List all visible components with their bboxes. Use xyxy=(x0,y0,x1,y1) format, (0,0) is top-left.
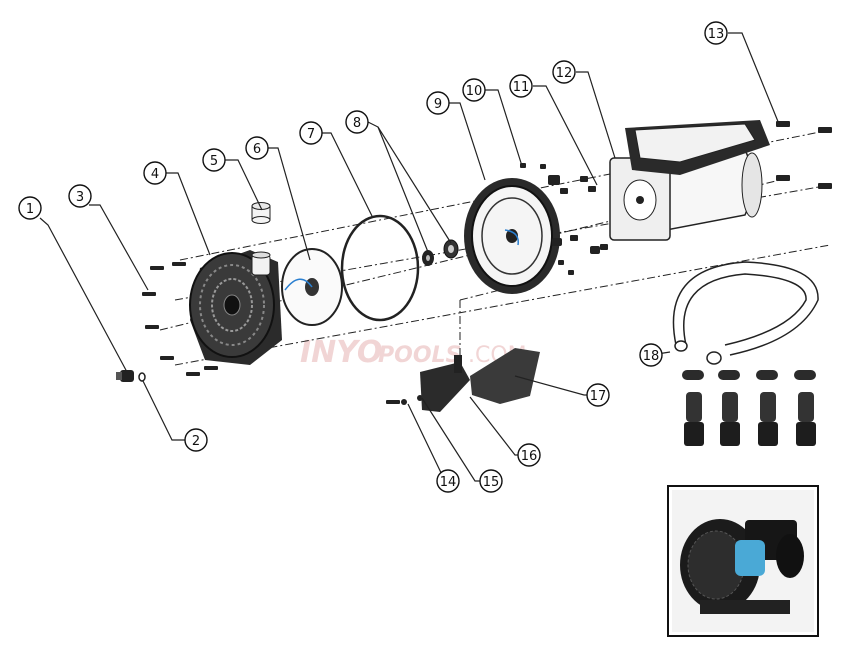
part-base xyxy=(386,348,540,412)
callout-label: 18 xyxy=(643,349,660,364)
callout-label: 1 xyxy=(26,202,34,217)
callout-circles: 1 2 3 4 5 6 7 8 xyxy=(18,21,728,493)
callout-label: 10 xyxy=(466,84,483,99)
callout-label: 2 xyxy=(192,434,200,449)
callout-11: 11 xyxy=(509,74,533,98)
callout-label: 4 xyxy=(151,167,159,182)
part-pump-housing xyxy=(189,250,282,365)
callout-9: 9 xyxy=(426,91,450,115)
callout-label: 9 xyxy=(434,97,442,112)
part-diffuser-cap xyxy=(251,202,271,224)
callout-12: 12 xyxy=(552,60,576,84)
part-hose xyxy=(672,261,819,365)
part-motor xyxy=(609,120,770,241)
part-o-ring-small xyxy=(138,372,146,382)
callout-label: 16 xyxy=(521,449,538,464)
callout-5: 5 xyxy=(202,148,226,172)
pump-photo-inset xyxy=(667,485,819,637)
callout-label: 5 xyxy=(210,154,218,169)
callout-3: 3 xyxy=(68,184,92,208)
callout-label: 8 xyxy=(353,116,361,131)
callout-label: 12 xyxy=(556,66,573,81)
callout-8: 8 xyxy=(345,110,369,134)
callout-1: 1 xyxy=(18,196,42,220)
callout-14: 14 xyxy=(436,469,460,493)
part-seal-plate xyxy=(464,178,560,294)
callout-label: 15 xyxy=(483,475,500,490)
leader-lines xyxy=(39,32,780,482)
part-motor-bolts xyxy=(776,121,832,189)
callout-10: 10 xyxy=(462,78,486,102)
callout-13: 13 xyxy=(704,21,728,45)
callout-7: 7 xyxy=(299,121,323,145)
part-hose-fittings xyxy=(682,370,816,446)
part-impeller xyxy=(281,248,343,326)
callout-label: 17 xyxy=(590,389,607,404)
callout-15: 15 xyxy=(479,469,503,493)
callout-18: 18 xyxy=(639,343,663,367)
callout-label: 11 xyxy=(513,80,530,95)
callout-label: 7 xyxy=(307,127,315,142)
callout-label: 13 xyxy=(708,27,725,42)
callout-label: 14 xyxy=(440,475,457,490)
watermark-brand-b: POOLS xyxy=(378,343,461,368)
callout-6: 6 xyxy=(245,136,269,160)
callout-4: 4 xyxy=(143,161,167,185)
part-housing-screws xyxy=(142,262,218,376)
part-o-ring-large xyxy=(340,214,420,322)
callout-label: 6 xyxy=(253,142,261,157)
callout-17: 17 xyxy=(586,383,610,407)
part-drain-plug xyxy=(116,370,134,382)
part-bolts-and-nuts xyxy=(520,163,608,275)
callout-2: 2 xyxy=(184,428,208,452)
callout-16: 16 xyxy=(517,443,541,467)
callout-label: 3 xyxy=(76,190,84,205)
watermark-brand-a: INYO xyxy=(300,335,382,370)
part-seal-assembly xyxy=(422,239,459,266)
